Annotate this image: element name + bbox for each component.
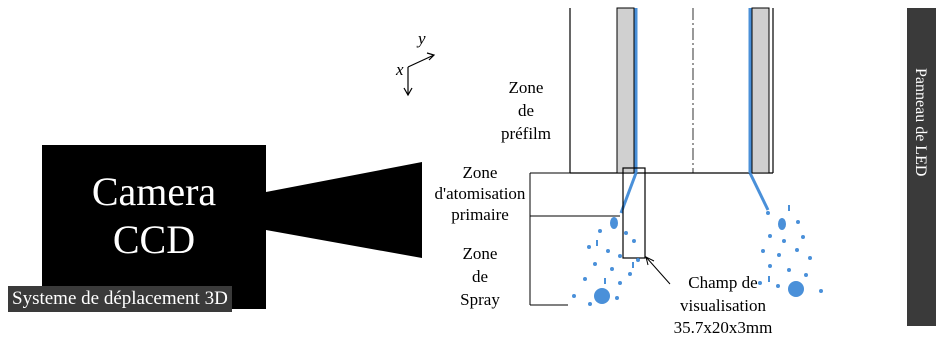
camera-lens: [266, 162, 422, 258]
led-panel-label: Panneau de LED: [912, 68, 929, 177]
left-spray-droplets: [572, 217, 640, 306]
displacement-system-label: Systeme de déplacement 3D: [8, 286, 232, 312]
led-panel: Panneau de LED: [907, 8, 936, 326]
axis-x-label: x: [396, 60, 404, 79]
zone-brackets: [529, 172, 620, 306]
camera-label-line2: CCD: [112, 217, 196, 262]
zone-spray-line2: de: [471, 267, 489, 286]
axis-indicator: [403, 52, 436, 97]
zone-prefilm-line1: Zone: [508, 78, 544, 97]
camera-body: [42, 145, 266, 309]
champ-pointer: [645, 256, 671, 285]
zone-atomisation-line2: d'atomisation: [434, 184, 526, 203]
zone-spray-line1: Zone: [462, 244, 498, 263]
zone-spray-line3: Spray: [460, 290, 500, 309]
zone-atomisation-line3: primaire: [451, 205, 509, 224]
champ-line3: 35.7x20x3mm: [673, 318, 773, 337]
right-wall: [751, 7, 770, 174]
zone-prefilm-line3: préfilm: [500, 124, 552, 143]
visualization-field: [622, 167, 646, 259]
axis-y-label: y: [418, 29, 426, 48]
injector-body: [569, 7, 774, 174]
zone-prefilm-line2: de: [517, 101, 535, 120]
left-wall: [616, 7, 635, 174]
champ-line1: Champ de: [688, 273, 758, 292]
right-ligament: [748, 172, 770, 211]
champ-line2: visualisation: [680, 296, 766, 315]
camera-label-line1: Camera: [91, 169, 217, 214]
right-spray-droplets: [758, 205, 823, 297]
zone-atomisation-line1: Zone: [462, 163, 498, 182]
